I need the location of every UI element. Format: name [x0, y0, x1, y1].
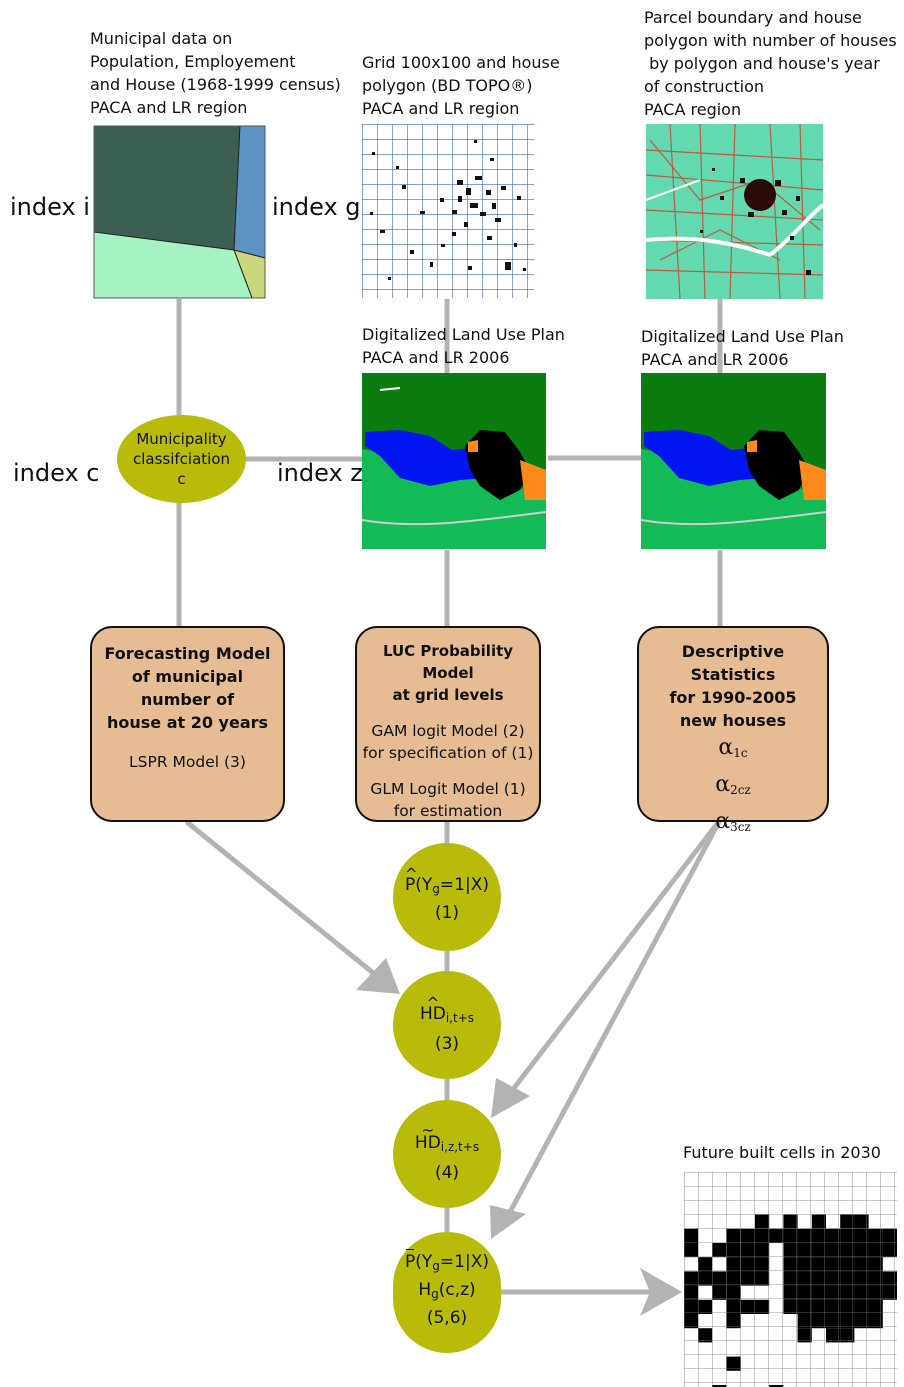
luc-body-3: GLM Logit Model (1): [370, 780, 526, 798]
forecast-title-3: number of: [140, 690, 235, 709]
future-caption: Future built cells in 2030: [683, 1143, 881, 1162]
node-house-demand-zone: HDi,z,t+s (4): [393, 1100, 501, 1208]
luc-body-2: for specification of (1): [362, 744, 534, 762]
future-grid: [684, 1172, 897, 1387]
municipality-classification-node: Municipality classifciation c: [117, 415, 246, 503]
arrow-descriptive-node4-head: [490, 1205, 526, 1239]
alpha-3cz: α3cz: [715, 809, 751, 834]
descriptive-title-1: Descriptive Statistics: [681, 642, 785, 684]
index-z-label: index z: [277, 459, 363, 487]
forecast-title-4: house at 20 years: [106, 713, 269, 732]
index-g-label: index g: [272, 193, 361, 221]
parcel-caption: Parcel boundary and house polygon with n…: [644, 8, 897, 119]
node-final-probability: P(Yg=1|X) Hg(c,z) (5,6): [393, 1232, 501, 1353]
forecasting-model-box: Forecasting Model of municipal number of…: [90, 626, 285, 822]
luc-body-1: GAM logit Model (2): [371, 722, 525, 740]
forecast-title-2: of municipal: [131, 667, 244, 686]
arrow-forecast-node2-shaft: [185, 820, 375, 975]
node4-number: (5,6): [426, 1308, 468, 1328]
node-house-demand-forecast: HDi,t+s (3): [393, 971, 501, 1079]
arrow-forecast-node2-head: [356, 958, 400, 994]
luc-title-1: LUC Probability Model: [382, 642, 514, 682]
descriptive-statistics-box: Descriptive Statistics for 1990-2005 new…: [637, 626, 829, 834]
alpha-2cz: α2cz: [715, 772, 751, 797]
classification-line3: c: [177, 470, 186, 488]
descriptive-title-3: new houses: [679, 711, 787, 730]
forecast-title-1: Forecasting Model: [104, 644, 271, 663]
arrow-descriptive-node3-shaft: [511, 817, 723, 1091]
grid-map: [362, 124, 534, 298]
arrow-descriptive-node4-shaft: [507, 817, 723, 1215]
luc-body-4: for estimation: [393, 802, 503, 820]
node2-number: (3): [434, 1034, 460, 1054]
node4-formula: P(Yg=1|X): [405, 1249, 489, 1273]
node3-number: (4): [434, 1163, 460, 1183]
connector-lines: [176, 299, 723, 1232]
landuse-map-left: [361, 373, 547, 549]
municipal-data-caption: Municipal data on Population, Employemen…: [90, 29, 341, 117]
arrow-node4-future-head: [640, 1268, 682, 1316]
arrows: [185, 817, 723, 1316]
index-i-label: index i: [10, 193, 90, 221]
node-probability-estimate: P(Yg=1|X) (1): [393, 843, 501, 951]
landuse-map-right: [640, 373, 827, 549]
municipal-map: [93, 125, 266, 299]
luc-title-2: at grid levels: [392, 686, 504, 704]
descriptive-title-2: for 1990-2005: [669, 688, 797, 707]
parcel-map: [645, 123, 825, 300]
arrow-descriptive-node3-head: [491, 1078, 530, 1118]
node3-formula: HDi,z,t+s: [393, 1118, 501, 1159]
landuse-right-caption: Digitalized Land Use Plan PACA and LR 20…: [641, 327, 844, 369]
landuse-left-caption: Digitalized Land Use Plan PACA and LR 20…: [362, 325, 565, 367]
index-c-label: index c: [13, 459, 100, 487]
classification-line2: classifciation: [132, 450, 231, 468]
forecast-body: LSPR Model (3): [129, 753, 246, 771]
node1-number: (1): [434, 903, 460, 923]
node1-formula: P(Yg=1|X): [393, 862, 501, 901]
grid-caption: Grid 100x100 and house polygon (BD TOPO®…: [362, 53, 560, 118]
classification-line1: Municipality: [136, 430, 227, 448]
luc-probability-model-box: LUC Probability Model at grid levels GAM…: [355, 626, 541, 822]
node4-h: Hg(c,z): [418, 1280, 476, 1301]
alpha-1c: α1c: [718, 735, 748, 760]
node2-formula: HDi,t+s: [393, 991, 501, 1030]
